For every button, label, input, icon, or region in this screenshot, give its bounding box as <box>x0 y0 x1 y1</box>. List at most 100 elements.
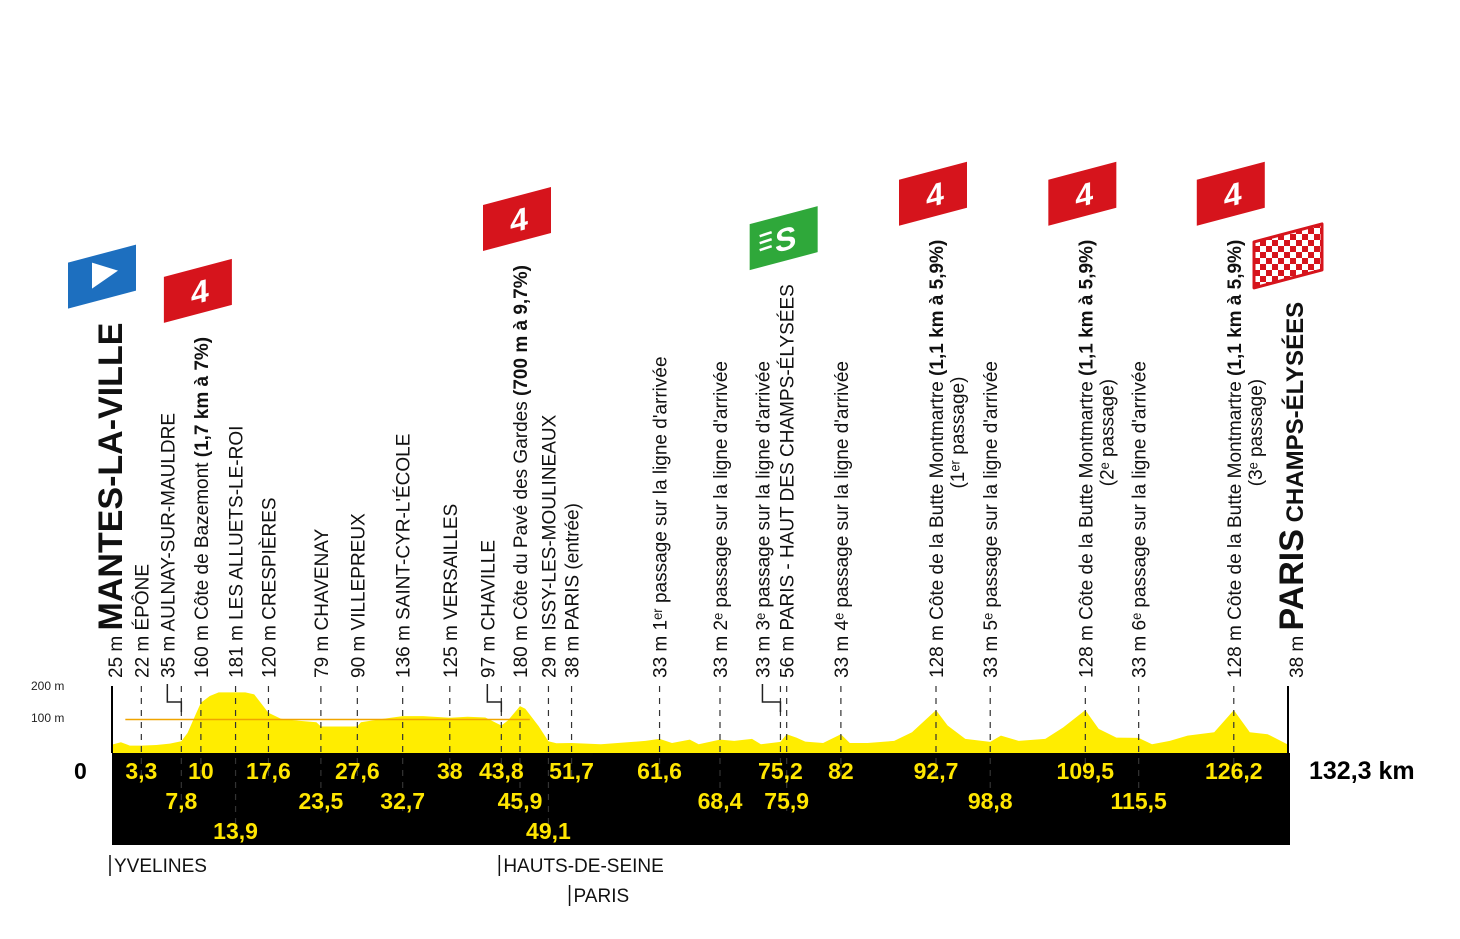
finish-town-name: PARIS <box>1273 529 1311 630</box>
waypoint-name: VILLEPREUX <box>348 513 369 631</box>
region-label: HAUTS-DE-SEINE <box>503 856 663 877</box>
passage-sublabel: (3ᵉ passage) <box>1246 379 1267 486</box>
waypoint-name: SAINT-CYR-L'ÉCOLE <box>394 434 415 620</box>
km-label: 32,7 <box>380 788 425 814</box>
climb-detail: (700 m à 9,7%) <box>511 265 532 401</box>
sprint-flag-icon <box>749 206 818 271</box>
x-origin-label: 0 <box>74 758 87 784</box>
km-label: 38 <box>437 758 463 784</box>
waypoint-label: 97 m CHAVILLE <box>478 540 499 678</box>
waypoint-label: 181 m LES ALLUETS-LE-ROI <box>227 426 248 678</box>
waypoint-name: Côte de la Butte Montmartre <box>1225 381 1246 620</box>
waypoint-name: 4ᵉ passage sur la ligne d'arrivée <box>832 361 853 630</box>
waypoint-name: PARIS - HAUT DES CHAMPS-ÉLYSÉES <box>778 284 799 630</box>
waypoint-name: PARIS (entrée) <box>563 503 584 630</box>
climb-detail: (1,7 km à 7%) <box>192 337 213 463</box>
waypoint-name: CHAVENAY <box>312 528 333 630</box>
waypoint-label: 180 m Côte du Pavé des Gardes (700 m à 9… <box>511 265 532 678</box>
waypoint-label: 56 m PARIS - HAUT DES CHAMPS-ÉLYSÉES <box>778 284 799 678</box>
waypoint-altitude: 97 m <box>478 630 499 678</box>
waypoint-name: Côte du Pavé des Gardes <box>511 401 532 620</box>
waypoint-altitude: 38 m <box>1287 630 1308 678</box>
climb-marker: 4 <box>483 187 551 252</box>
waypoint-altitude: 22 m <box>132 630 153 678</box>
km-label: 109,5 <box>1057 758 1115 784</box>
y-tick-200: 200 m <box>31 679 64 693</box>
region-label: YVELINES <box>114 856 207 877</box>
waypoint-label: 38 m PARIS (entrée) <box>563 503 584 678</box>
km-label: 98,8 <box>968 788 1013 814</box>
km-label: 10 <box>188 758 214 784</box>
leader-bracket <box>166 684 183 712</box>
passage-sublabel: (2ᵉ passage) <box>1097 379 1118 486</box>
waypoint-label: 125 m VERSAILLES <box>441 504 462 678</box>
km-label: 126,2 <box>1205 758 1263 784</box>
waypoint-altitude: 120 m <box>259 620 280 678</box>
climb-marker: 4 <box>1196 161 1265 226</box>
waypoint-altitude: 160 m <box>192 620 213 678</box>
waypoint-altitude: 38 m <box>563 630 584 678</box>
waypoint-altitude: 79 m <box>312 630 333 678</box>
waypoint-name: 5ᵉ passage sur la ligne d'arrivée <box>981 361 1002 630</box>
waypoint-name: Côte de la Butte Montmartre <box>1076 381 1097 620</box>
waypoint-label: 35 m AULNAY-SUR-MAULDRE <box>158 413 179 678</box>
waypoint-name: Côte de la Butte Montmartre <box>927 381 948 620</box>
finish-marker <box>1252 222 1324 290</box>
waypoint-label: 29 m ISSY-LES-MOULINEAUX <box>539 414 560 678</box>
km-label: 13,9 <box>213 818 258 844</box>
waypoint-label: 38 m PARIS CHAMPS-ÉLYSÉES <box>1273 302 1311 678</box>
waypoint-name: ÉPÔNE <box>131 564 153 631</box>
waypoint-name: CHAVILLE <box>478 540 499 630</box>
waypoint-label: 22 m ÉPÔNE <box>131 564 153 678</box>
start-marker <box>68 244 136 309</box>
waypoint-label: 160 m Côte de Bazemont (1,7 km à 7%) <box>192 337 213 678</box>
km-label: 17,6 <box>246 758 291 784</box>
waypoint-altitude: 180 m <box>511 620 532 678</box>
waypoint-label: 25 m MANTES-LA-VILLE <box>92 323 130 678</box>
waypoint-label: 33 m 5ᵉ passage sur la ligne d'arrivée <box>981 361 1002 678</box>
climb-category-label: 4 <box>510 200 528 240</box>
waypoint-altitude: 128 m <box>1225 620 1246 678</box>
waypoint-name: VERSAILLES <box>441 504 462 620</box>
leader-bracket <box>761 684 782 712</box>
finish-location-name: CHAMPS-ÉLYSÉES <box>1281 302 1309 529</box>
waypoint-label: 79 m CHAVENAY <box>312 528 333 678</box>
km-label: 51,7 <box>549 758 594 784</box>
speed-lines-icon <box>759 237 773 245</box>
waypoint-altitude: 90 m <box>348 630 369 678</box>
waypoint-label: 136 m SAINT-CYR-L'ÉCOLE <box>394 434 415 678</box>
climb-category-label: 4 <box>191 272 209 312</box>
climb-flag-icon <box>483 187 551 252</box>
waypoint-altitude: 33 m <box>981 630 1002 678</box>
km-label: 3,3 <box>125 758 157 784</box>
climb-flag-icon <box>1048 161 1117 226</box>
speed-lines-icon <box>759 230 773 238</box>
waypoint-altitude: 125 m <box>441 620 462 678</box>
waypoint-label: 33 m 6ᵉ passage sur la ligne d'arrivée <box>1130 361 1151 678</box>
waypoint-altitude: 33 m <box>1130 630 1151 678</box>
waypoint-altitude: 136 m <box>394 620 415 678</box>
waypoint-label: 128 m Côte de la Butte Montmartre (1,1 k… <box>1225 240 1246 678</box>
climb-marker: 4 <box>163 258 232 323</box>
start-town-name: MANTES-LA-VILLE <box>92 323 130 631</box>
km-label: 49,1 <box>526 818 571 844</box>
km-label: 75,2 <box>758 758 803 784</box>
finish-flag-icon <box>1252 222 1324 290</box>
waypoint-name: 3ᵉ passage sur la ligne d'arrivée <box>753 361 774 630</box>
passage-sublabel: (1ᵉʳ passage) <box>948 377 969 489</box>
km-label: 68,4 <box>698 788 743 814</box>
waypoint-altitude: 128 m <box>1076 620 1097 678</box>
waypoint-label: 33 m 4ᵉ passage sur la ligne d'arrivée <box>832 361 853 678</box>
climb-flag-icon <box>1196 161 1265 226</box>
climb-flag-icon <box>163 258 232 323</box>
waypoint-label: 33 m 3ᵉ passage sur la ligne d'arrivée <box>753 361 774 678</box>
climb-marker: 4 <box>1048 161 1117 226</box>
waypoint-label: 128 m Côte de la Butte Montmartre (1,1 k… <box>1076 240 1097 678</box>
km-label: 27,6 <box>335 758 380 784</box>
climb-category-label: 4 <box>1224 175 1242 215</box>
y-tick-100: 100 m <box>31 711 64 725</box>
sprint-label: S <box>775 219 796 260</box>
waypoint-name: ISSY-LES-MOULINEAUX <box>539 414 560 630</box>
waypoint-label: 90 m VILLEPREUX <box>348 513 369 678</box>
